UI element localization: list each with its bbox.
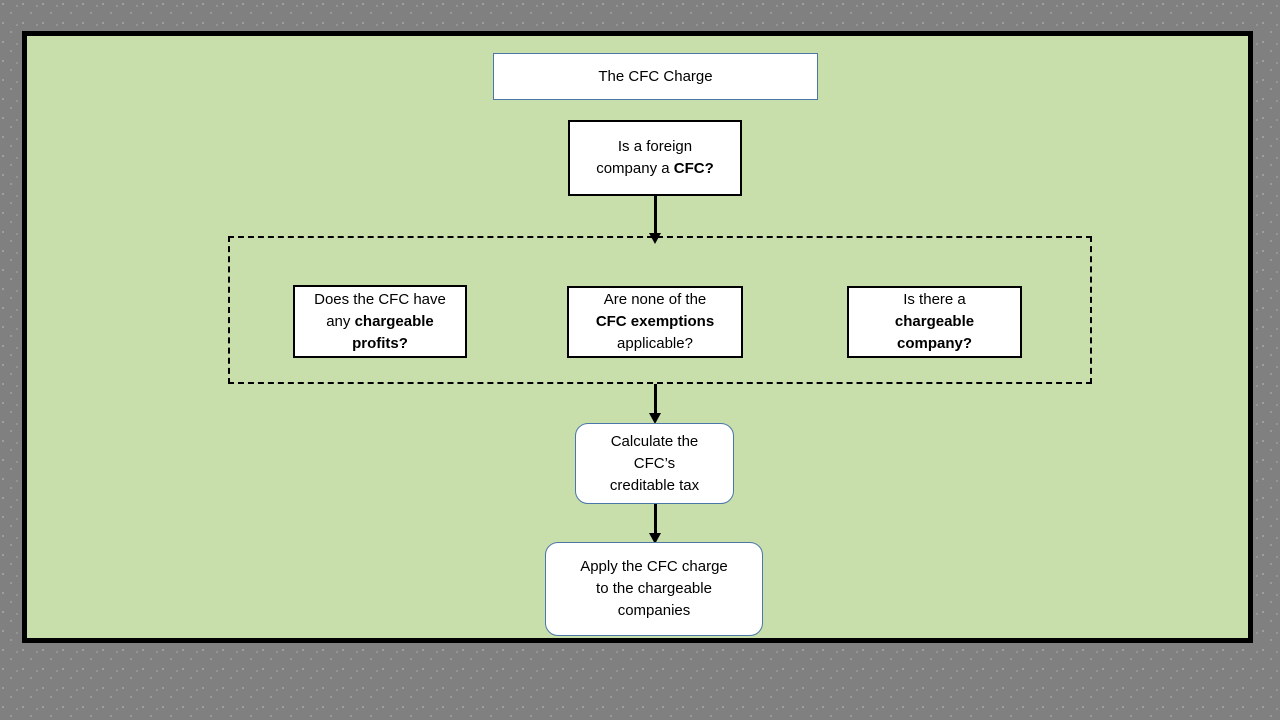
arrowhead-icon [649, 413, 661, 424]
arrowhead-icon [649, 233, 661, 244]
connector-shaft [654, 504, 657, 533]
node-title-label: The CFC Charge [598, 67, 713, 85]
connector-shaft [654, 384, 657, 413]
node-title[interactable]: The CFC Charge [493, 53, 818, 100]
group-cfc-gateway [228, 236, 1092, 384]
connector-creditable-tax-to-apply-charge [649, 504, 661, 544]
connector-shaft [654, 196, 657, 233]
connector-is-cfc-to-group [649, 196, 661, 244]
connector-group-to-creditable-tax [649, 384, 661, 424]
arrowhead-icon [649, 533, 661, 544]
